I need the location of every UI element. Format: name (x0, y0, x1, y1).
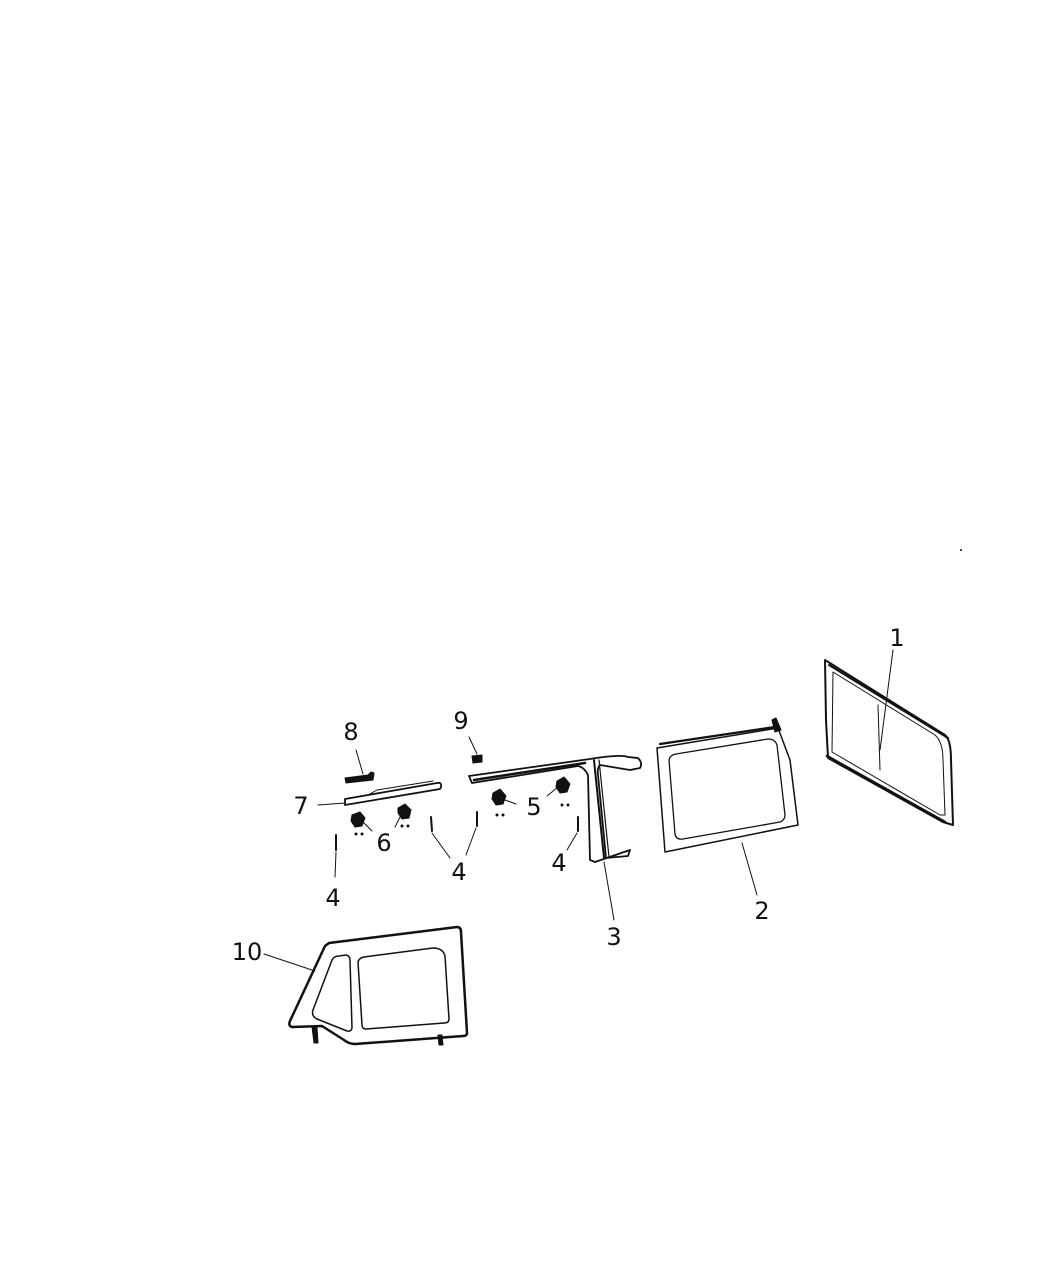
callout-1: 1 (889, 624, 905, 652)
callout-2: 2 (754, 897, 770, 925)
part-8-rail-bracket (344, 749, 375, 784)
part-9-clip (468, 736, 483, 764)
callout-9: 9 (453, 707, 469, 735)
callout-6: 6 (376, 829, 392, 857)
part-7-header-rail (317, 780, 443, 806)
speck (960, 549, 962, 551)
part-2-side-window (656, 717, 799, 896)
callout-4c: 4 (551, 849, 567, 877)
callout-3: 3 (606, 923, 622, 951)
callout-4b: 4 (451, 858, 467, 886)
callout-4a: 4 (325, 884, 341, 912)
callout-5: 5 (526, 793, 542, 821)
callout-10: 10 (231, 938, 263, 966)
part-10-front-side-panel (263, 925, 469, 1046)
part-3-roof-rail-pillar (468, 754, 643, 921)
part-1-rear-window (824, 649, 954, 826)
part-4-bolts (334, 811, 579, 878)
callout-7: 7 (293, 792, 309, 820)
callout-8: 8 (343, 718, 359, 746)
part-5-hinge-brackets (491, 776, 571, 817)
part-6-hinge-brackets (350, 803, 412, 836)
